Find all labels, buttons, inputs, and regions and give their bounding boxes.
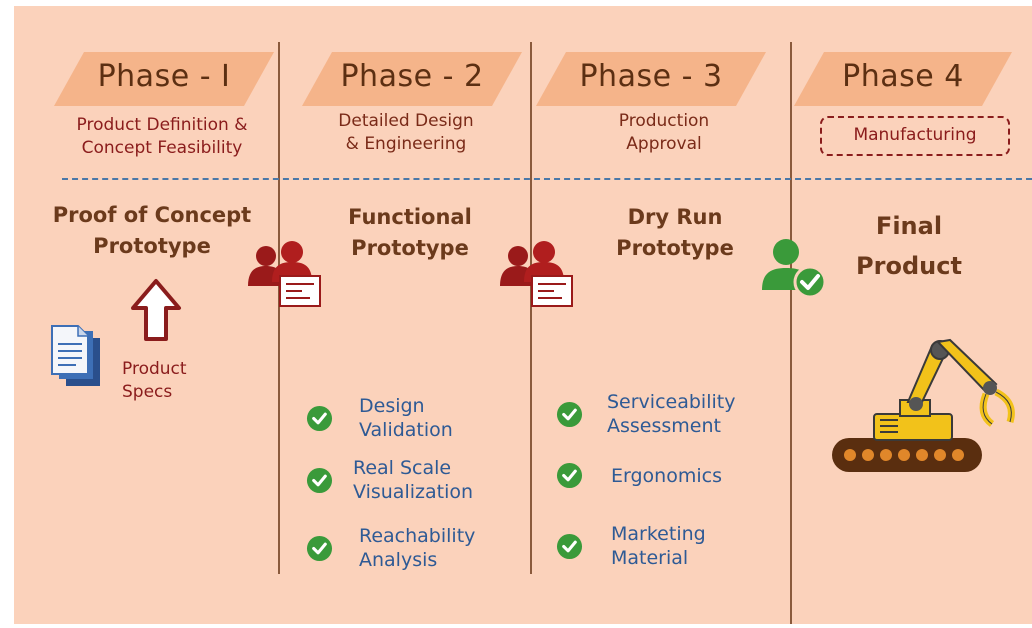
check-circle-icon bbox=[556, 533, 583, 559]
check-circle-icon bbox=[556, 462, 583, 489]
subtitle-line: & Engineering bbox=[345, 134, 467, 154]
phase-3-item: Marketing Material bbox=[556, 522, 706, 570]
phase-2-item: Reachability Analysis bbox=[306, 524, 475, 572]
divider-2-3 bbox=[530, 42, 532, 574]
stage-line: Prototype bbox=[93, 234, 211, 258]
phase-3-stage: Dry Run Prototype bbox=[590, 202, 760, 264]
item-line: Analysis bbox=[359, 549, 438, 571]
item-line: Marketing bbox=[611, 523, 706, 545]
stage-line: Product bbox=[856, 252, 962, 280]
item-text: Real Scale Visualization bbox=[353, 456, 473, 504]
stage-line: Proof of Concept bbox=[52, 203, 252, 227]
document-icon bbox=[51, 325, 100, 386]
phase-2-item: Design Validation bbox=[306, 394, 453, 442]
up-arrow-icon bbox=[131, 279, 181, 341]
subtitle-line: Product Definition & bbox=[76, 115, 248, 135]
subtitle-line: Production bbox=[618, 111, 710, 131]
phase-2-subtitle: Detailed Design & Engineering bbox=[296, 110, 516, 156]
check-circle-icon bbox=[306, 535, 333, 561]
phase-1-stage: Proof of Concept Prototype bbox=[32, 200, 272, 262]
phase-2-banner: Phase - 2 bbox=[302, 52, 522, 106]
phase-1-banner: Phase - I bbox=[54, 52, 274, 106]
phase-3-item: Serviceability Assessment bbox=[556, 390, 735, 438]
stage-line: Functional bbox=[348, 205, 472, 229]
item-line: Material bbox=[611, 547, 689, 569]
phase-3-title: Phase - 3 bbox=[579, 59, 723, 94]
item-line: Design bbox=[359, 395, 425, 417]
phase-4-title: Phase 4 bbox=[842, 59, 964, 94]
divider-3-4 bbox=[790, 42, 792, 624]
subtitle-line: Approval bbox=[626, 134, 702, 154]
item-line: Validation bbox=[359, 419, 453, 441]
check-circle-icon bbox=[556, 401, 583, 427]
stage-line: Prototype bbox=[616, 236, 734, 260]
user-approved-icon bbox=[762, 239, 827, 299]
stage-line: Final bbox=[875, 212, 943, 240]
robot-arm-icon bbox=[832, 338, 1015, 472]
user-group-icon bbox=[248, 241, 321, 307]
divider-1-2 bbox=[278, 42, 280, 574]
roadmap-diagram: Phase - I Phase - 2 Phase - 3 Phase 4 Pr… bbox=[14, 6, 1032, 624]
stage-line: Dry Run bbox=[627, 205, 723, 229]
phase-3-subtitle: Production Approval bbox=[554, 110, 774, 156]
phase-2-title: Phase - 2 bbox=[340, 59, 484, 94]
phase-3-item: Ergonomics bbox=[556, 462, 722, 489]
item-text: Serviceability Assessment bbox=[607, 390, 735, 438]
check-circle-icon bbox=[306, 405, 333, 431]
dashed-separator bbox=[62, 178, 1032, 180]
phase-2-stage: Functional Prototype bbox=[330, 202, 490, 264]
subtitle-line: Detailed Design bbox=[338, 111, 474, 131]
item-line: Serviceability bbox=[607, 391, 736, 413]
subtitle-line: Concept Feasibility bbox=[81, 138, 243, 158]
stage-line: Prototype bbox=[351, 236, 469, 260]
specs-line: Specs bbox=[122, 382, 173, 402]
banner-shape bbox=[536, 52, 766, 106]
item-text: Ergonomics bbox=[611, 464, 722, 488]
item-text: Reachability Analysis bbox=[359, 524, 475, 572]
specs-line: Product bbox=[122, 359, 187, 379]
item-line: Reachability bbox=[359, 525, 476, 547]
item-line: Assessment bbox=[607, 415, 721, 437]
banner-shape bbox=[54, 52, 274, 106]
item-text: Design Validation bbox=[359, 394, 453, 442]
banner-shape bbox=[302, 52, 522, 106]
phase-1-title: Phase - I bbox=[97, 59, 231, 94]
phase-1-subtitle: Product Definition & Concept Feasibility bbox=[44, 114, 280, 160]
item-line: Ergonomics bbox=[611, 464, 722, 487]
item-text: Marketing Material bbox=[611, 522, 706, 570]
item-line: Real Scale bbox=[353, 457, 452, 479]
user-group-icon bbox=[500, 241, 573, 307]
check-circle-icon bbox=[306, 467, 333, 493]
phase-4-stage: Final Product bbox=[834, 206, 984, 286]
phase-4-banner: Phase 4 bbox=[794, 52, 1012, 106]
item-line: Visualization bbox=[353, 481, 474, 503]
manufacturing-box: Manufacturing bbox=[820, 116, 1010, 156]
phase-2-item: Real Scale Visualization bbox=[306, 456, 473, 504]
banner-shape bbox=[794, 52, 1012, 106]
product-specs-label: Product Specs bbox=[122, 358, 187, 404]
phase-3-banner: Phase - 3 bbox=[536, 52, 766, 106]
